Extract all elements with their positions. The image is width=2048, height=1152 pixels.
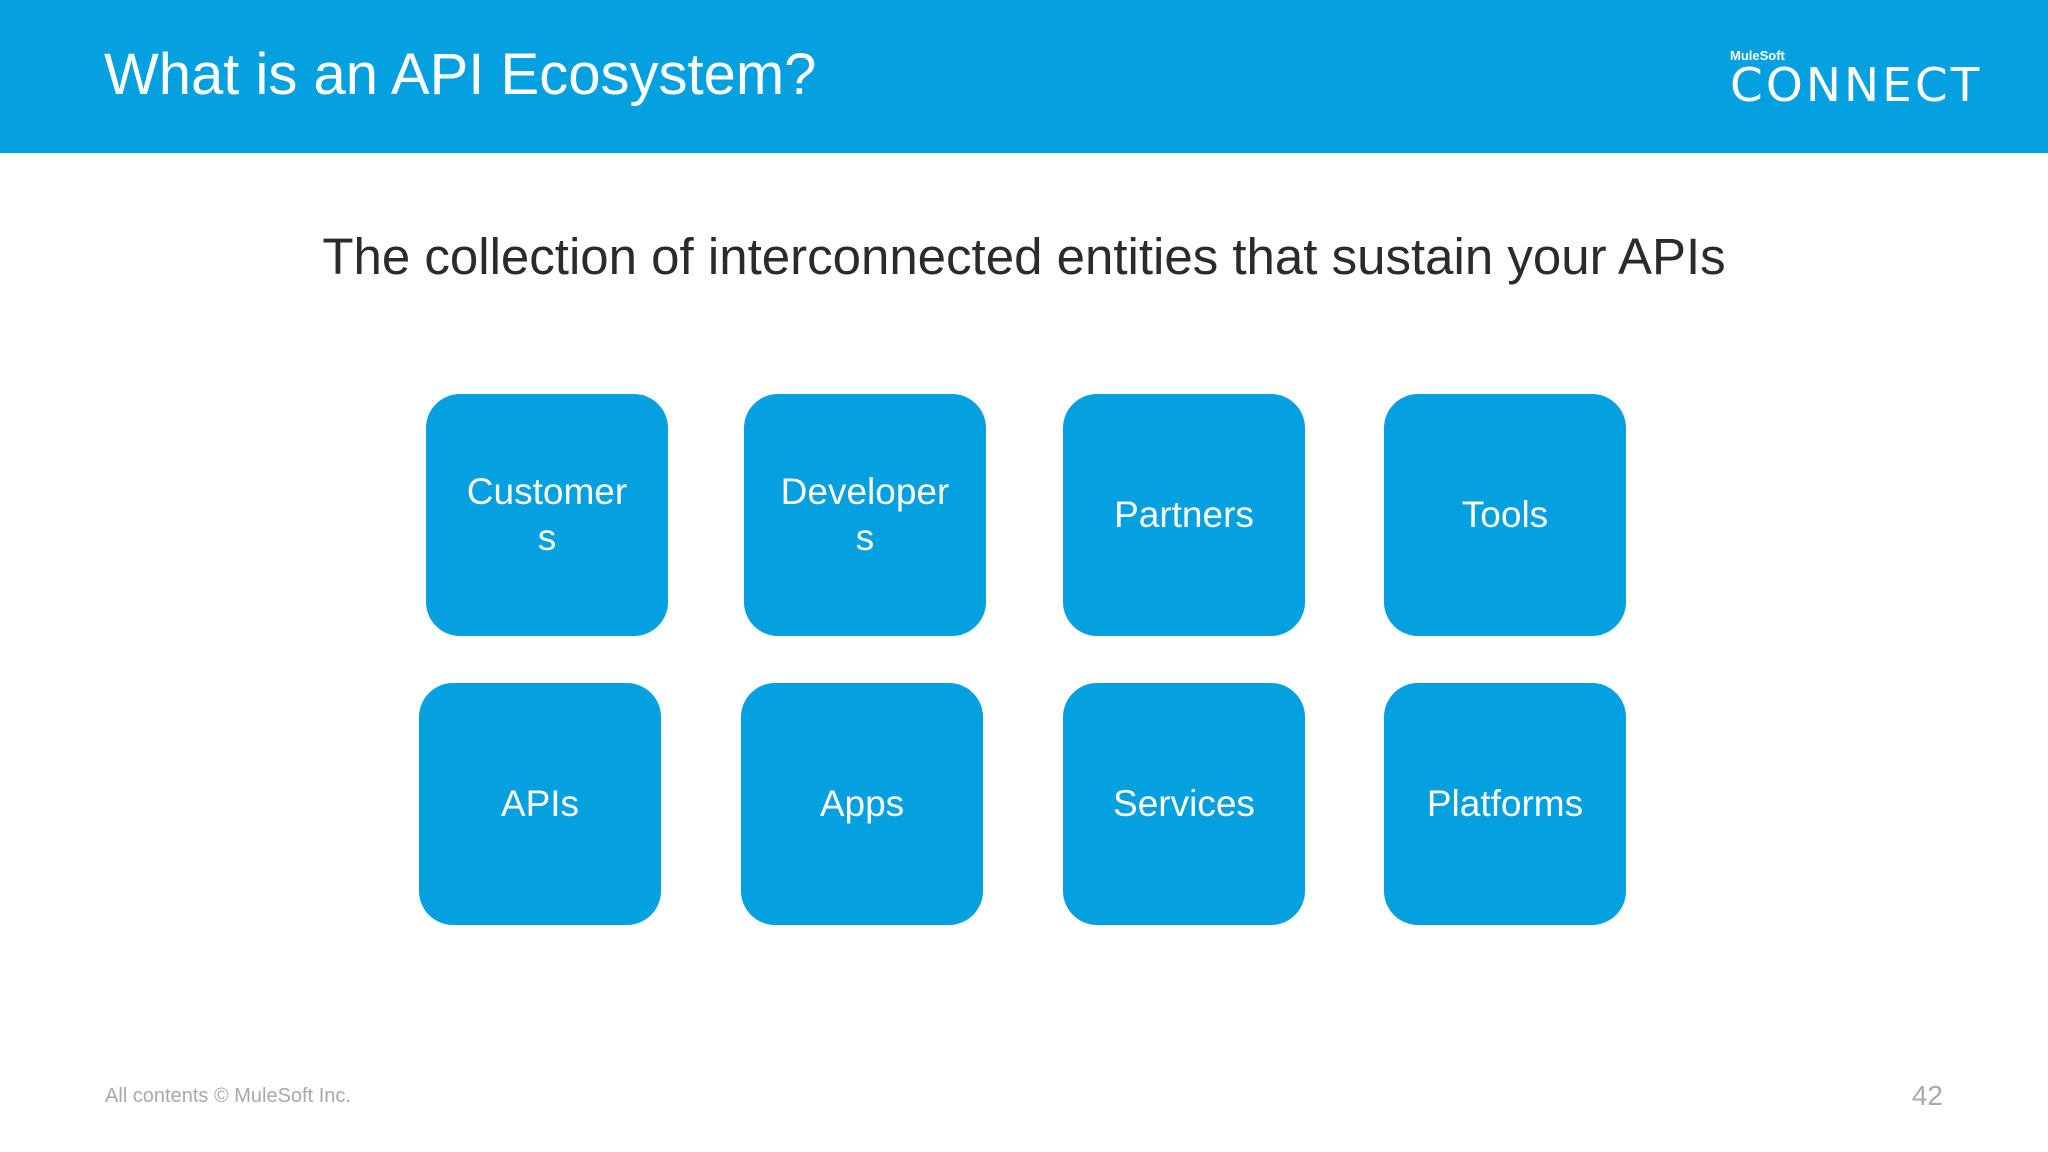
tile-label: Tools	[1461, 494, 1549, 535]
tile-tools: Tools	[1384, 394, 1626, 636]
logo-mulesoft-text: MuleSoft	[1730, 48, 1785, 63]
tile-apis: APIs	[419, 683, 661, 925]
tile-partners: Partners	[1063, 394, 1305, 636]
slide-subtitle: The collection of interconnected entitie…	[322, 228, 1726, 285]
slide-title: What is an API Ecosystem?	[104, 42, 817, 107]
tile-customers: Customer s	[426, 394, 668, 636]
tile-apps: Apps	[741, 683, 983, 925]
page-number: 42	[1911, 1080, 1943, 1111]
tile-label: Platforms	[1426, 783, 1584, 824]
tile-services: Services	[1063, 683, 1305, 925]
tile-label: APIs	[500, 783, 580, 824]
header-bar: What is an API Ecosystem? MuleSoft CONNE…	[0, 0, 2048, 153]
footer-copyright: All contents © MuleSoft Inc.	[105, 1085, 351, 1107]
tile-label: Customer s	[466, 471, 628, 558]
tile-developers: Developer s	[744, 394, 986, 636]
logo-connect-text: CONNECT	[1730, 58, 1983, 112]
tile-label: Services	[1113, 783, 1255, 824]
tile-label: Developer s	[780, 471, 950, 558]
tile-label: Apps	[819, 783, 905, 824]
tile-platforms: Platforms	[1384, 683, 1626, 925]
tile-label: Partners	[1114, 494, 1254, 535]
mulesoft-connect-logo: MuleSoft CONNECT	[1730, 48, 1992, 112]
